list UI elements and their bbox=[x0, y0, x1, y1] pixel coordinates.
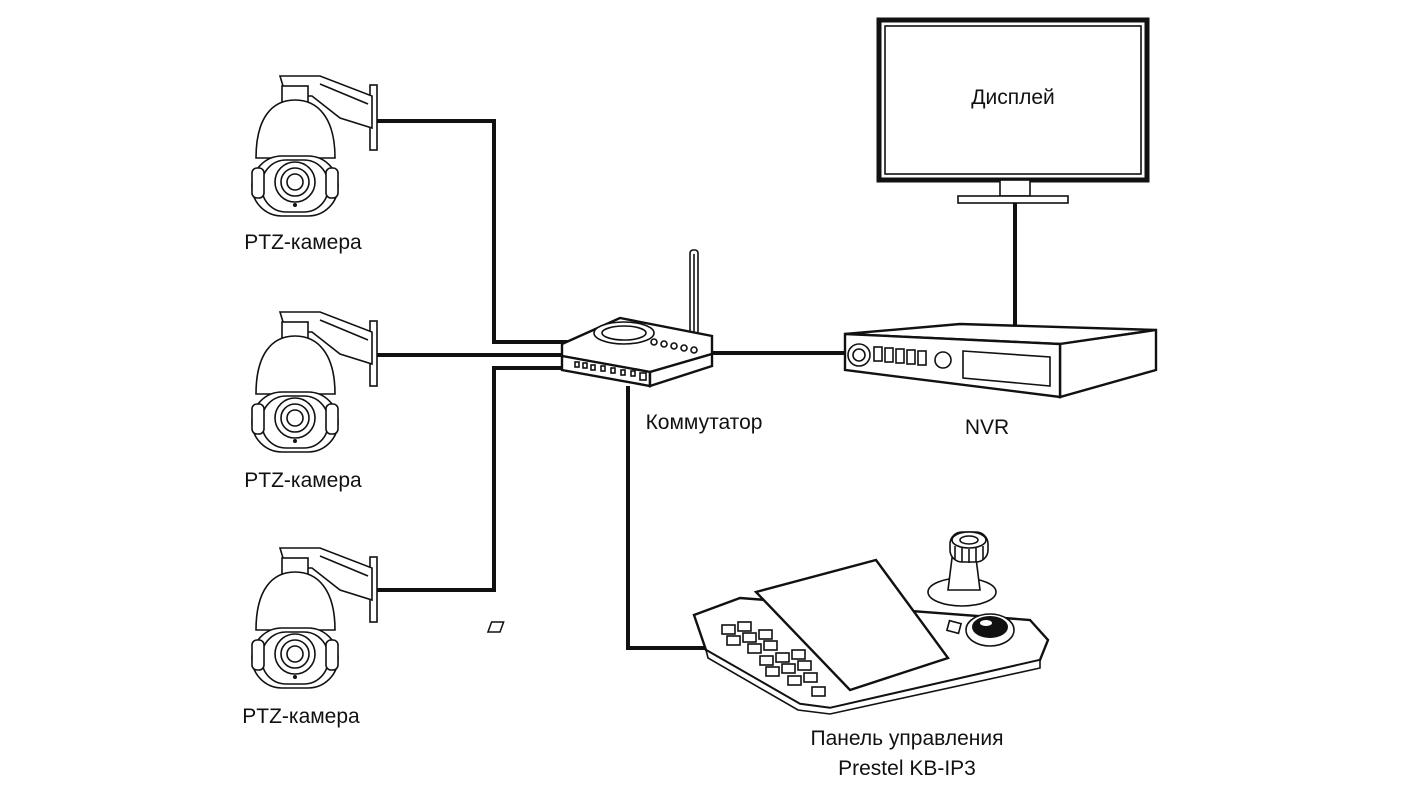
network-switch: Коммутатор bbox=[560, 249, 763, 434]
wire-camera-1 bbox=[377, 119, 568, 344]
display-label: Дисплей bbox=[971, 86, 1055, 109]
nvr-label: NVR bbox=[965, 416, 1009, 439]
wire-camera-3 bbox=[377, 366, 568, 592]
keyboard-controller-icon bbox=[486, 531, 1050, 715]
nvr-icon bbox=[843, 322, 1158, 399]
ptz-camera-2: PTZ-камера bbox=[244, 311, 378, 492]
ptz-camera-icon bbox=[251, 311, 378, 453]
connection-wires bbox=[377, 119, 1017, 650]
ptz-camera-icon bbox=[251, 75, 378, 217]
control-panel: Панель управления Prestel KB-IP3 bbox=[486, 531, 1050, 780]
camera-1-label: PTZ-камера bbox=[244, 231, 362, 254]
display-monitor: Дисплей bbox=[876, 17, 1150, 204]
ptz-camera-3: PTZ-камера bbox=[242, 547, 378, 728]
panel-label-line2: Prestel KB-IP3 bbox=[838, 757, 976, 780]
camera-2-label: PTZ-камера bbox=[244, 469, 362, 492]
ptz-camera-1: PTZ-камера bbox=[244, 75, 378, 254]
switch-label: Коммутатор bbox=[646, 411, 763, 434]
camera-3-label: PTZ-камера bbox=[242, 705, 360, 728]
panel-label-line1: Панель управления bbox=[811, 727, 1004, 750]
monitor-icon bbox=[876, 17, 1150, 204]
nvr-recorder: NVR bbox=[843, 322, 1158, 439]
router-icon bbox=[560, 249, 714, 388]
wire-switch-panel bbox=[626, 386, 706, 650]
ptz-camera-icon bbox=[251, 547, 378, 689]
